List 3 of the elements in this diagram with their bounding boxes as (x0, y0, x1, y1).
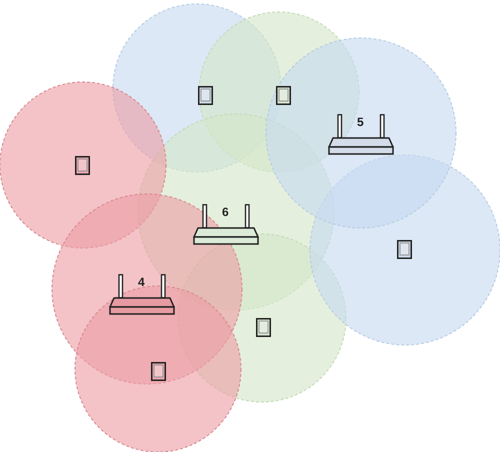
router-number: 5 (357, 116, 364, 128)
router-number: 4 (138, 276, 145, 288)
router-number: 6 (222, 206, 229, 218)
